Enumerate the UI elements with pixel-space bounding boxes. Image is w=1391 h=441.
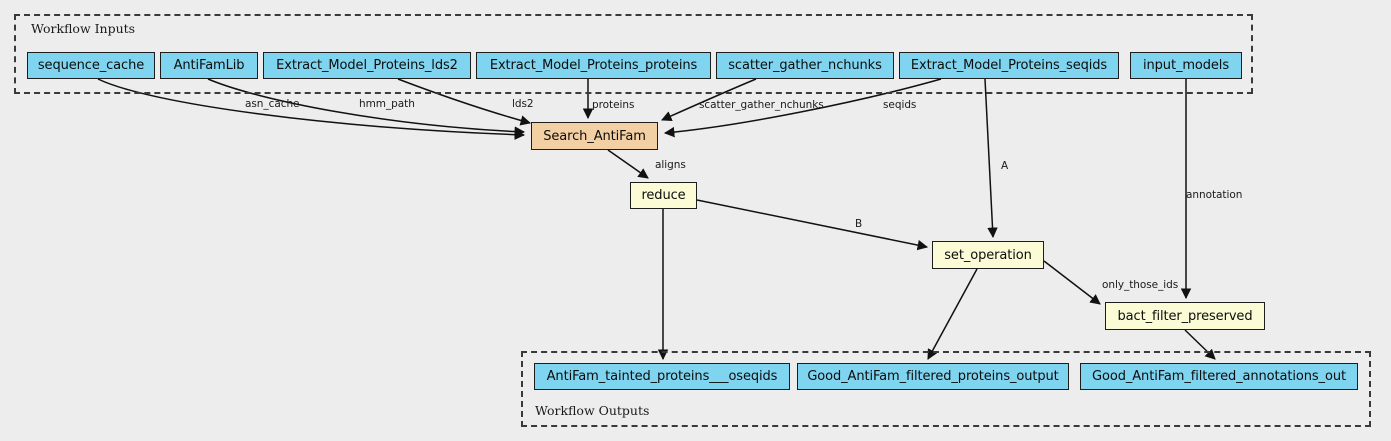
node-extract-model-proteins-proteins[interactable]: Extract_Model_Proteins_proteins xyxy=(476,52,711,79)
cluster-workflow-outputs xyxy=(521,351,1371,427)
edge-seqids-to-set-operation xyxy=(984,78,998,239)
node-label: AntiFam_tainted_proteins___oseqids xyxy=(546,369,778,384)
node-label: bact_filter_preserved xyxy=(1117,308,1253,324)
edge-label-asn-cache: asn_cache xyxy=(245,98,300,110)
edge-label-annotation: annotation xyxy=(1186,189,1243,201)
node-good-antifam-filtered-proteins-output[interactable]: Good_AntiFam_filtered_proteins_output xyxy=(797,363,1069,390)
edge-label-lds2: lds2 xyxy=(512,98,534,110)
cluster-label-workflow-outputs: Workflow Outputs xyxy=(535,403,650,418)
edge-label-scatter-gather-nchunks: scatter_gather_nchunks xyxy=(699,99,824,111)
edge-label-b: B xyxy=(855,218,863,230)
node-scatter-gather-nchunks[interactable]: scatter_gather_nchunks xyxy=(716,52,894,79)
cluster-workflow-inputs xyxy=(14,14,1253,94)
node-label: set_operation xyxy=(944,247,1032,263)
node-extract-model-proteins-lds2[interactable]: Extract_Model_Proteins_lds2 xyxy=(263,52,471,79)
node-antifam-tainted-proteins-oseqids[interactable]: AntiFam_tainted_proteins___oseqids xyxy=(534,363,790,390)
node-antifamlib[interactable]: AntiFamLib xyxy=(160,52,258,79)
edge-label-seqids: seqids xyxy=(883,99,917,111)
edge-label-proteins: proteins xyxy=(592,99,635,111)
edge-label-a: A xyxy=(1001,160,1009,172)
edge-antifamlib-to-search-antifam xyxy=(207,78,526,137)
node-search-antifam[interactable]: Search_AntiFam xyxy=(531,122,658,150)
edge-bact-filter-to-filtered-annotations-output xyxy=(1184,329,1216,360)
node-label: Good_AntiFam_filtered_annotations_out xyxy=(1092,369,1346,384)
node-label: Good_AntiFam_filtered_proteins_output xyxy=(807,369,1059,384)
node-reduce[interactable]: reduce xyxy=(630,182,697,209)
node-label: sequence_cache xyxy=(37,58,145,73)
node-label: Extract_Model_Proteins_lds2 xyxy=(276,58,458,73)
edge-label-aligns: aligns xyxy=(655,159,686,171)
node-bact-filter-preserved[interactable]: bact_filter_preserved xyxy=(1105,302,1265,330)
node-good-antifam-filtered-annotations-out[interactable]: Good_AntiFam_filtered_annotations_out xyxy=(1080,363,1358,390)
edge-lds2-to-search-antifam xyxy=(397,78,532,126)
node-label: scatter_gather_nchunks xyxy=(728,58,882,73)
node-label: input_models xyxy=(1143,58,1229,73)
node-label: Search_AntiFam xyxy=(543,128,646,144)
edge-set-operation-to-bact-filter xyxy=(1043,260,1101,305)
node-label: Extract_Model_Proteins_seqids xyxy=(910,58,1108,73)
node-set-operation[interactable]: set_operation xyxy=(932,241,1044,269)
edge-label-only-those-ids: only_those_ids xyxy=(1102,279,1179,291)
cluster-label-workflow-inputs: Workflow Inputs xyxy=(31,21,136,36)
edge-reduce-to-set-operation xyxy=(696,199,929,251)
edge-set-operation-to-filtered-proteins-output xyxy=(927,268,978,360)
node-extract-model-proteins-seqids[interactable]: Extract_Model_Proteins_seqids xyxy=(899,52,1119,79)
edge-label-hmm-path: hmm_path xyxy=(359,98,415,110)
edge-seqids-to-search-antifam xyxy=(663,78,942,138)
node-sequence-cache[interactable]: sequence_cache xyxy=(27,52,155,79)
node-label: AntiFamLib xyxy=(173,58,245,73)
node-input-models[interactable]: input_models xyxy=(1130,52,1242,79)
edge-sequence-cache-to-search-antifam xyxy=(97,78,526,140)
node-label: reduce xyxy=(641,188,686,203)
edge-search-antifam-to-reduce xyxy=(607,149,649,179)
node-label: Extract_Model_Proteins_proteins xyxy=(489,58,698,73)
edge-scatter-gather-to-search-antifam xyxy=(661,78,757,121)
